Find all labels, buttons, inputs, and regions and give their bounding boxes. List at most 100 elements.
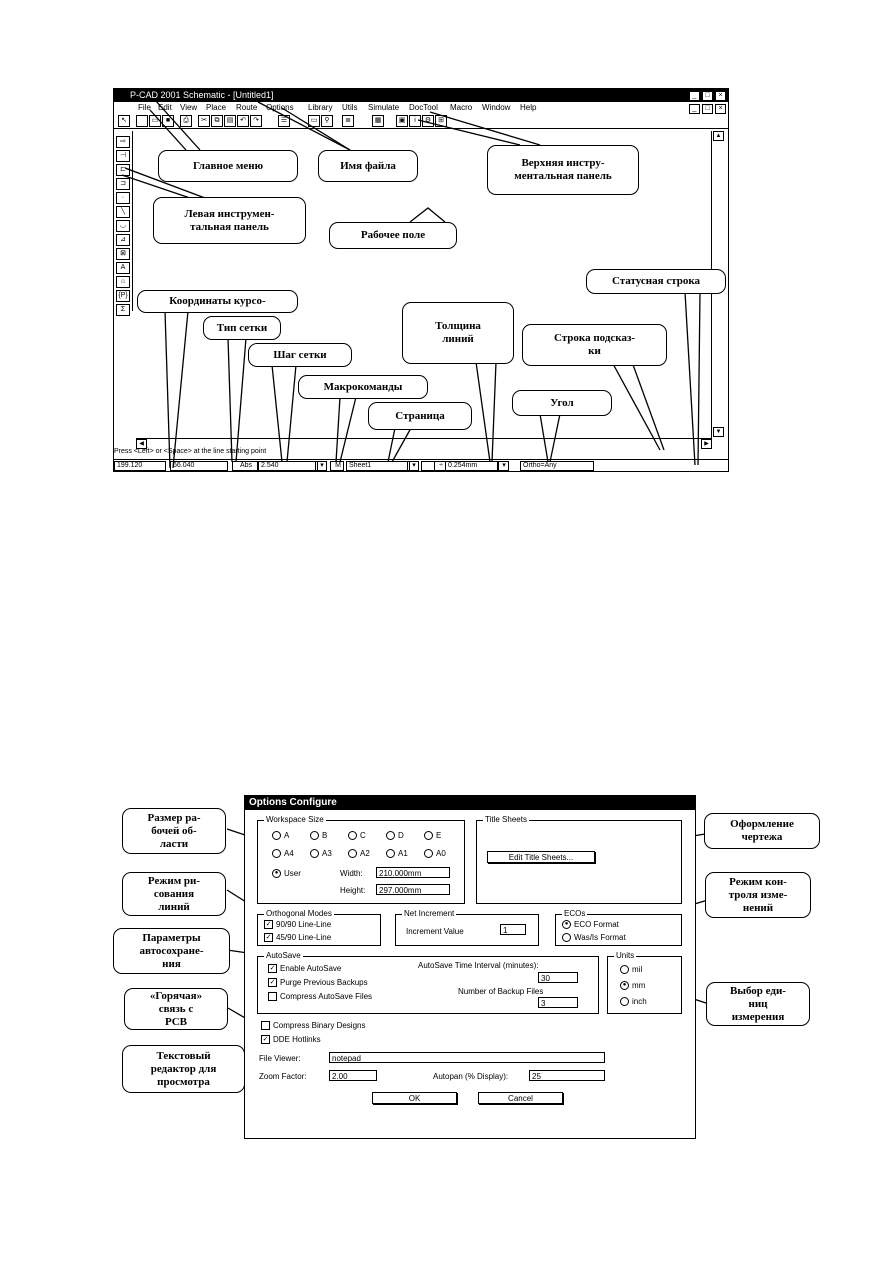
menu-edit[interactable]: Edit xyxy=(158,103,172,112)
info-icon[interactable]: i xyxy=(409,115,421,127)
edit-title-sheets-button[interactable]: Edit Title Sheets... xyxy=(487,851,595,863)
size-e-radio[interactable]: E xyxy=(424,831,441,841)
sheet-icon[interactable]: ▣ xyxy=(396,115,408,127)
place-ieee-icon[interactable]: Σ xyxy=(116,304,130,316)
size-a4-radio[interactable]: A4 xyxy=(272,849,294,859)
angle-field[interactable]: Ortho=Any xyxy=(520,461,594,471)
place-part-icon[interactable]: ⇨ xyxy=(116,136,130,148)
place-attribute-icon[interactable]: {P} xyxy=(116,290,130,302)
menu-library[interactable]: Library xyxy=(308,103,333,112)
horizontal-scrollbar[interactable]: ◀ ▶ xyxy=(136,438,712,449)
macro-button[interactable]: M xyxy=(330,461,344,471)
backup-files-input[interactable]: 3 xyxy=(538,997,578,1008)
ruler-icon[interactable]: ▭ xyxy=(308,115,320,127)
menu-doctool[interactable]: DocTool xyxy=(409,103,438,112)
place-field-icon[interactable]: ⌂ xyxy=(116,276,130,288)
place-arc-icon[interactable]: ◡ xyxy=(116,220,130,232)
tools-icon[interactable]: ⊞ xyxy=(435,115,447,127)
cut-icon[interactable]: ✂ xyxy=(198,115,210,127)
menu-file[interactable]: File xyxy=(138,103,151,112)
height-input[interactable]: 297.000mm xyxy=(376,884,450,895)
enable-autosave-checkbox[interactable]: ✓Enable AutoSave xyxy=(268,964,342,974)
unit-mil-radio[interactable]: mil xyxy=(620,965,642,975)
grid-step-field[interactable]: 2.540 xyxy=(258,461,318,471)
compress-binary-checkbox[interactable]: Compress Binary Designs xyxy=(261,1021,365,1031)
redo-icon[interactable]: ↷ xyxy=(250,115,262,127)
place-bus-icon[interactable]: ⊐ xyxy=(116,178,130,190)
zoom-factor-input[interactable]: 2.00 xyxy=(329,1070,377,1081)
menu-macro[interactable]: Macro xyxy=(450,103,473,112)
size-a3-radio[interactable]: A3 xyxy=(310,849,332,859)
purge-backups-checkbox[interactable]: ✓Purge Previous Backups xyxy=(268,978,368,988)
print-icon[interactable]: ⎙ xyxy=(180,115,192,127)
sheet-field[interactable]: Sheet1 xyxy=(346,461,410,471)
menu-options[interactable]: Options xyxy=(266,103,294,112)
page-spinner-field[interactable] xyxy=(421,461,435,471)
grid-step-dropdown-icon[interactable]: ▾ xyxy=(315,461,327,471)
file-viewer-input[interactable]: notepad xyxy=(329,1052,605,1063)
netlist-icon[interactable]: ≣ xyxy=(342,115,354,127)
doc-minimize-icon[interactable]: _ xyxy=(689,104,700,114)
doc-restore-icon[interactable]: □ xyxy=(702,104,713,114)
line-width-field[interactable]: 0.254mm xyxy=(445,461,499,471)
menu-window[interactable]: Window xyxy=(482,103,511,112)
ortho-90-checkbox[interactable]: ✓90/90 Line-Line xyxy=(264,920,332,930)
close-icon[interactable]: × xyxy=(715,91,726,101)
place-text-icon[interactable]: A xyxy=(116,262,130,274)
scroll-right-icon[interactable]: ▶ xyxy=(701,439,712,449)
menu-route[interactable]: Route xyxy=(236,103,258,112)
minimize-icon[interactable]: _ xyxy=(689,91,700,101)
ok-button[interactable]: OK xyxy=(372,1092,457,1104)
unit-inch-radio[interactable]: inch xyxy=(620,997,647,1007)
ortho-45-checkbox[interactable]: ✓45/90 Line-Line xyxy=(264,933,332,943)
select-tool-icon[interactable]: ↖ xyxy=(118,115,130,127)
menu-simulate[interactable]: Simulate xyxy=(368,103,400,112)
place-pin-icon[interactable]: ⊣ xyxy=(116,150,130,162)
size-b-radio[interactable]: B xyxy=(310,831,327,841)
maximize-icon[interactable]: □ xyxy=(702,91,713,101)
place-rectangle-icon[interactable]: ⊠ xyxy=(116,248,130,260)
layers-icon[interactable]: ☰ xyxy=(278,115,290,127)
grid-type-button[interactable]: Abs xyxy=(232,461,258,471)
size-a2-radio[interactable]: A2 xyxy=(348,849,370,859)
place-line-icon[interactable]: ╲ xyxy=(116,206,130,218)
menu-help[interactable]: Help xyxy=(520,103,537,112)
save-file-icon[interactable]: ■ xyxy=(162,115,174,127)
undo-icon[interactable]: ↶ xyxy=(237,115,249,127)
sheet-dropdown-icon[interactable]: ▾ xyxy=(407,461,419,471)
scroll-left-icon[interactable]: ◀ xyxy=(136,439,147,449)
size-a-radio[interactable]: A xyxy=(272,831,289,841)
options-icon[interactable]: ⚙ xyxy=(422,115,434,127)
increment-value-input[interactable]: 1 xyxy=(500,924,526,935)
place-junction-icon[interactable]: · xyxy=(116,192,130,204)
cancel-button[interactable]: Cancel xyxy=(478,1092,563,1104)
place-polygon-icon[interactable]: ⊿ xyxy=(116,234,130,246)
menu-utils[interactable]: Utils xyxy=(342,103,358,112)
autopan-input[interactable]: 25 xyxy=(529,1070,605,1081)
grid-icon[interactable]: ▦ xyxy=(372,115,384,127)
autosave-interval-input[interactable]: 30 xyxy=(538,972,578,983)
size-a0-radio[interactable]: A0 xyxy=(424,849,446,859)
menu-place[interactable]: Place xyxy=(206,103,227,112)
size-user-radio[interactable]: ●User xyxy=(272,869,301,879)
width-input[interactable]: 210.000mm xyxy=(376,867,450,878)
size-a1-radio[interactable]: A1 xyxy=(386,849,408,859)
was-is-format-radio[interactable]: Was/Is Format xyxy=(562,933,626,943)
open-file-icon[interactable]: ▭ xyxy=(149,115,161,127)
zoom-icon[interactable]: ⚲ xyxy=(321,115,333,127)
place-port-icon[interactable]: ⊏ xyxy=(116,164,130,176)
menu-view[interactable]: View xyxy=(180,103,198,112)
paste-icon[interactable]: ▤ xyxy=(224,115,236,127)
scroll-up-icon[interactable]: ▲ xyxy=(713,131,724,141)
copy-icon[interactable]: ⧉ xyxy=(211,115,223,127)
dde-hotlinks-checkbox[interactable]: ✓DDE Hotlinks xyxy=(261,1035,321,1045)
eco-format-radio[interactable]: ●ECO Format xyxy=(562,920,619,930)
size-c-radio[interactable]: C xyxy=(348,831,366,841)
size-d-radio[interactable]: D xyxy=(386,831,404,841)
new-file-icon[interactable] xyxy=(136,115,148,127)
scroll-down-icon[interactable]: ▼ xyxy=(713,427,724,437)
doc-close-icon[interactable]: × xyxy=(715,104,726,114)
line-width-dropdown-icon[interactable]: ▾ xyxy=(497,461,509,471)
compress-autosave-checkbox[interactable]: Compress AutoSave Files xyxy=(268,992,372,1002)
unit-mm-radio[interactable]: ●mm xyxy=(620,981,645,991)
